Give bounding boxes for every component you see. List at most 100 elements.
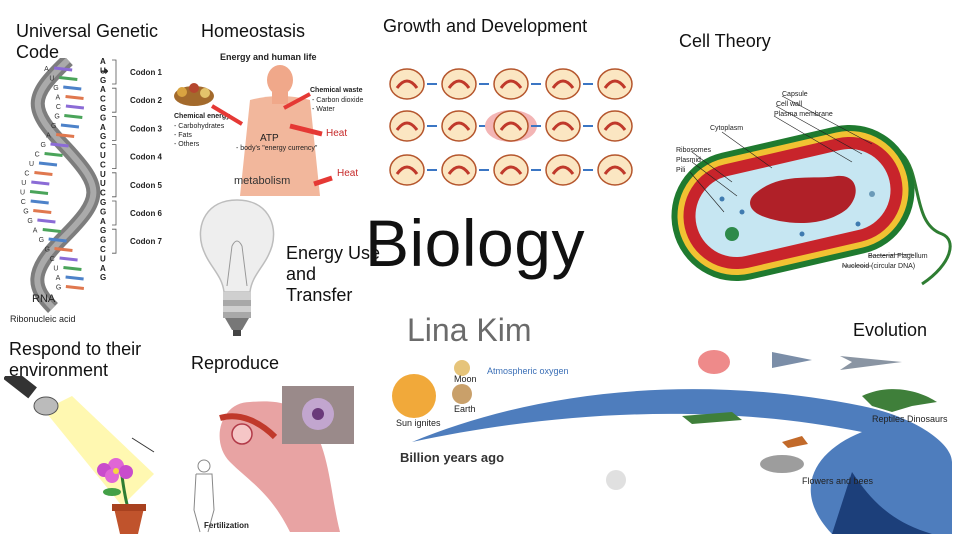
strand-letter: G [100,113,106,122]
helix-base-letter: C [50,256,55,263]
codon-bracket [112,228,117,254]
helix-base-letter: U [29,161,34,168]
strand-letter: C [100,142,106,151]
helix-rung [34,171,53,176]
embryo-fold [447,165,471,175]
helix-rung [65,104,85,110]
flower-icon [97,458,146,534]
strand-letter: C [100,189,106,198]
strand-letter: A [100,264,106,273]
helix-rung [65,285,85,290]
embryo-stage [597,110,633,142]
rna-label: RNA [32,293,56,305]
moon-label: Moon [454,374,477,384]
helix-rung [44,152,63,157]
helix-base-letter: G [54,114,59,121]
cell-part-label: Cytoplasm [710,125,743,132]
codon-label: Codon 7 [130,237,163,246]
skull-icon [606,470,626,490]
codon-bracket [112,87,117,113]
helix-rung [59,76,78,81]
helix-rung [59,256,78,262]
helix-base-letter: A [44,66,49,73]
strand-letter: U [100,170,106,179]
cell-part-label: Plasmid [676,157,701,164]
homeostasis-figure: Energy and human life Chemical energy - … [174,52,363,196]
helix-base-letter: G [51,123,56,130]
cell-part-label: Plasma membrane [774,111,833,118]
chem-items: - Carbohydrates- Fats- Others [174,123,225,148]
helix-base-letter: U [49,76,54,83]
energy-in-arrow [210,104,244,126]
topic-energy: Energy Use and Transfer [286,243,381,305]
food-pile-icon [174,83,214,106]
waste-out-arrow [283,92,311,110]
embryo-fold [395,165,419,175]
chem-waste-label: Chemical waste [310,87,363,94]
embryo-fold [551,165,575,175]
embryo-fold [551,121,575,131]
helix-rung [33,209,52,214]
slide-title: Biology [365,206,585,280]
shark-icon [840,356,902,370]
codon-label: Codon 2 [130,96,163,105]
cell-part-label: Nucleoid (circular DNA) [842,263,915,270]
embryo-stage [597,154,633,186]
lamp-icon [4,376,59,416]
respond-figure [4,376,155,534]
waste-items: - Carbon dioxide- Water [312,97,363,113]
codon-bracket [112,200,117,226]
helix-base-letter: U [53,266,58,273]
embryo-stage [597,68,633,100]
helix-base-letter: G [39,237,44,244]
helix-rung [65,275,84,281]
mammal-icon [760,455,804,473]
strand-letter: U [100,151,106,160]
embryo-fold [603,121,627,131]
embryo-fold [603,79,627,89]
slide-author: Lina Kim [407,312,532,348]
strand-letter: G [100,198,106,207]
helix-base-letter: U [20,190,25,197]
topic-reproduce: Reproduce [191,353,280,373]
earth-icon [452,384,472,404]
helix-base-letter: C [56,104,61,111]
embryo-stage [493,110,529,142]
body-silhouette [240,65,320,196]
homeostasis-heading: Energy and human life [220,52,317,62]
atp-sub-label: - body's "energy currency" [236,145,318,152]
topic-genetic-code: Universal Genetic Code [16,21,159,62]
codon-label: Codon 1 [130,68,163,77]
helix-base-letter: G [41,142,46,149]
embryo-stage [545,110,581,142]
light-beam [44,396,154,506]
topic-cell-theory: Cell Theory [679,31,771,51]
atmospheric-label: Atmospheric oxygen [487,366,569,376]
embryo-fold [499,79,523,89]
embryo-fold [447,79,471,89]
embryo-stage [389,154,425,186]
flagellum [900,152,952,286]
helix-rung [50,142,69,148]
helix-base-letter: G [56,285,61,292]
timeline-spiral [412,389,952,534]
fish-icon [772,352,812,368]
reproduction-figure: Fertilization [193,386,354,533]
helix-base-letter: G [44,247,49,254]
heat-arrow-2 [313,175,333,187]
codon-bracket [112,116,117,141]
embryo-stage [441,154,477,186]
embryo-fold [395,79,419,89]
billion-years-label: Billion years ago [400,450,504,465]
helix-rung [64,114,83,119]
topic-respond: Respond to their environment [9,339,142,380]
helix-rung [56,133,75,138]
embryo-fold [603,165,627,175]
dinosaur-icon [862,389,937,412]
helix-rung [63,85,82,91]
helix-rung [60,123,80,129]
helix-rung [42,228,61,233]
sun-label: Sun ignites [396,418,441,428]
